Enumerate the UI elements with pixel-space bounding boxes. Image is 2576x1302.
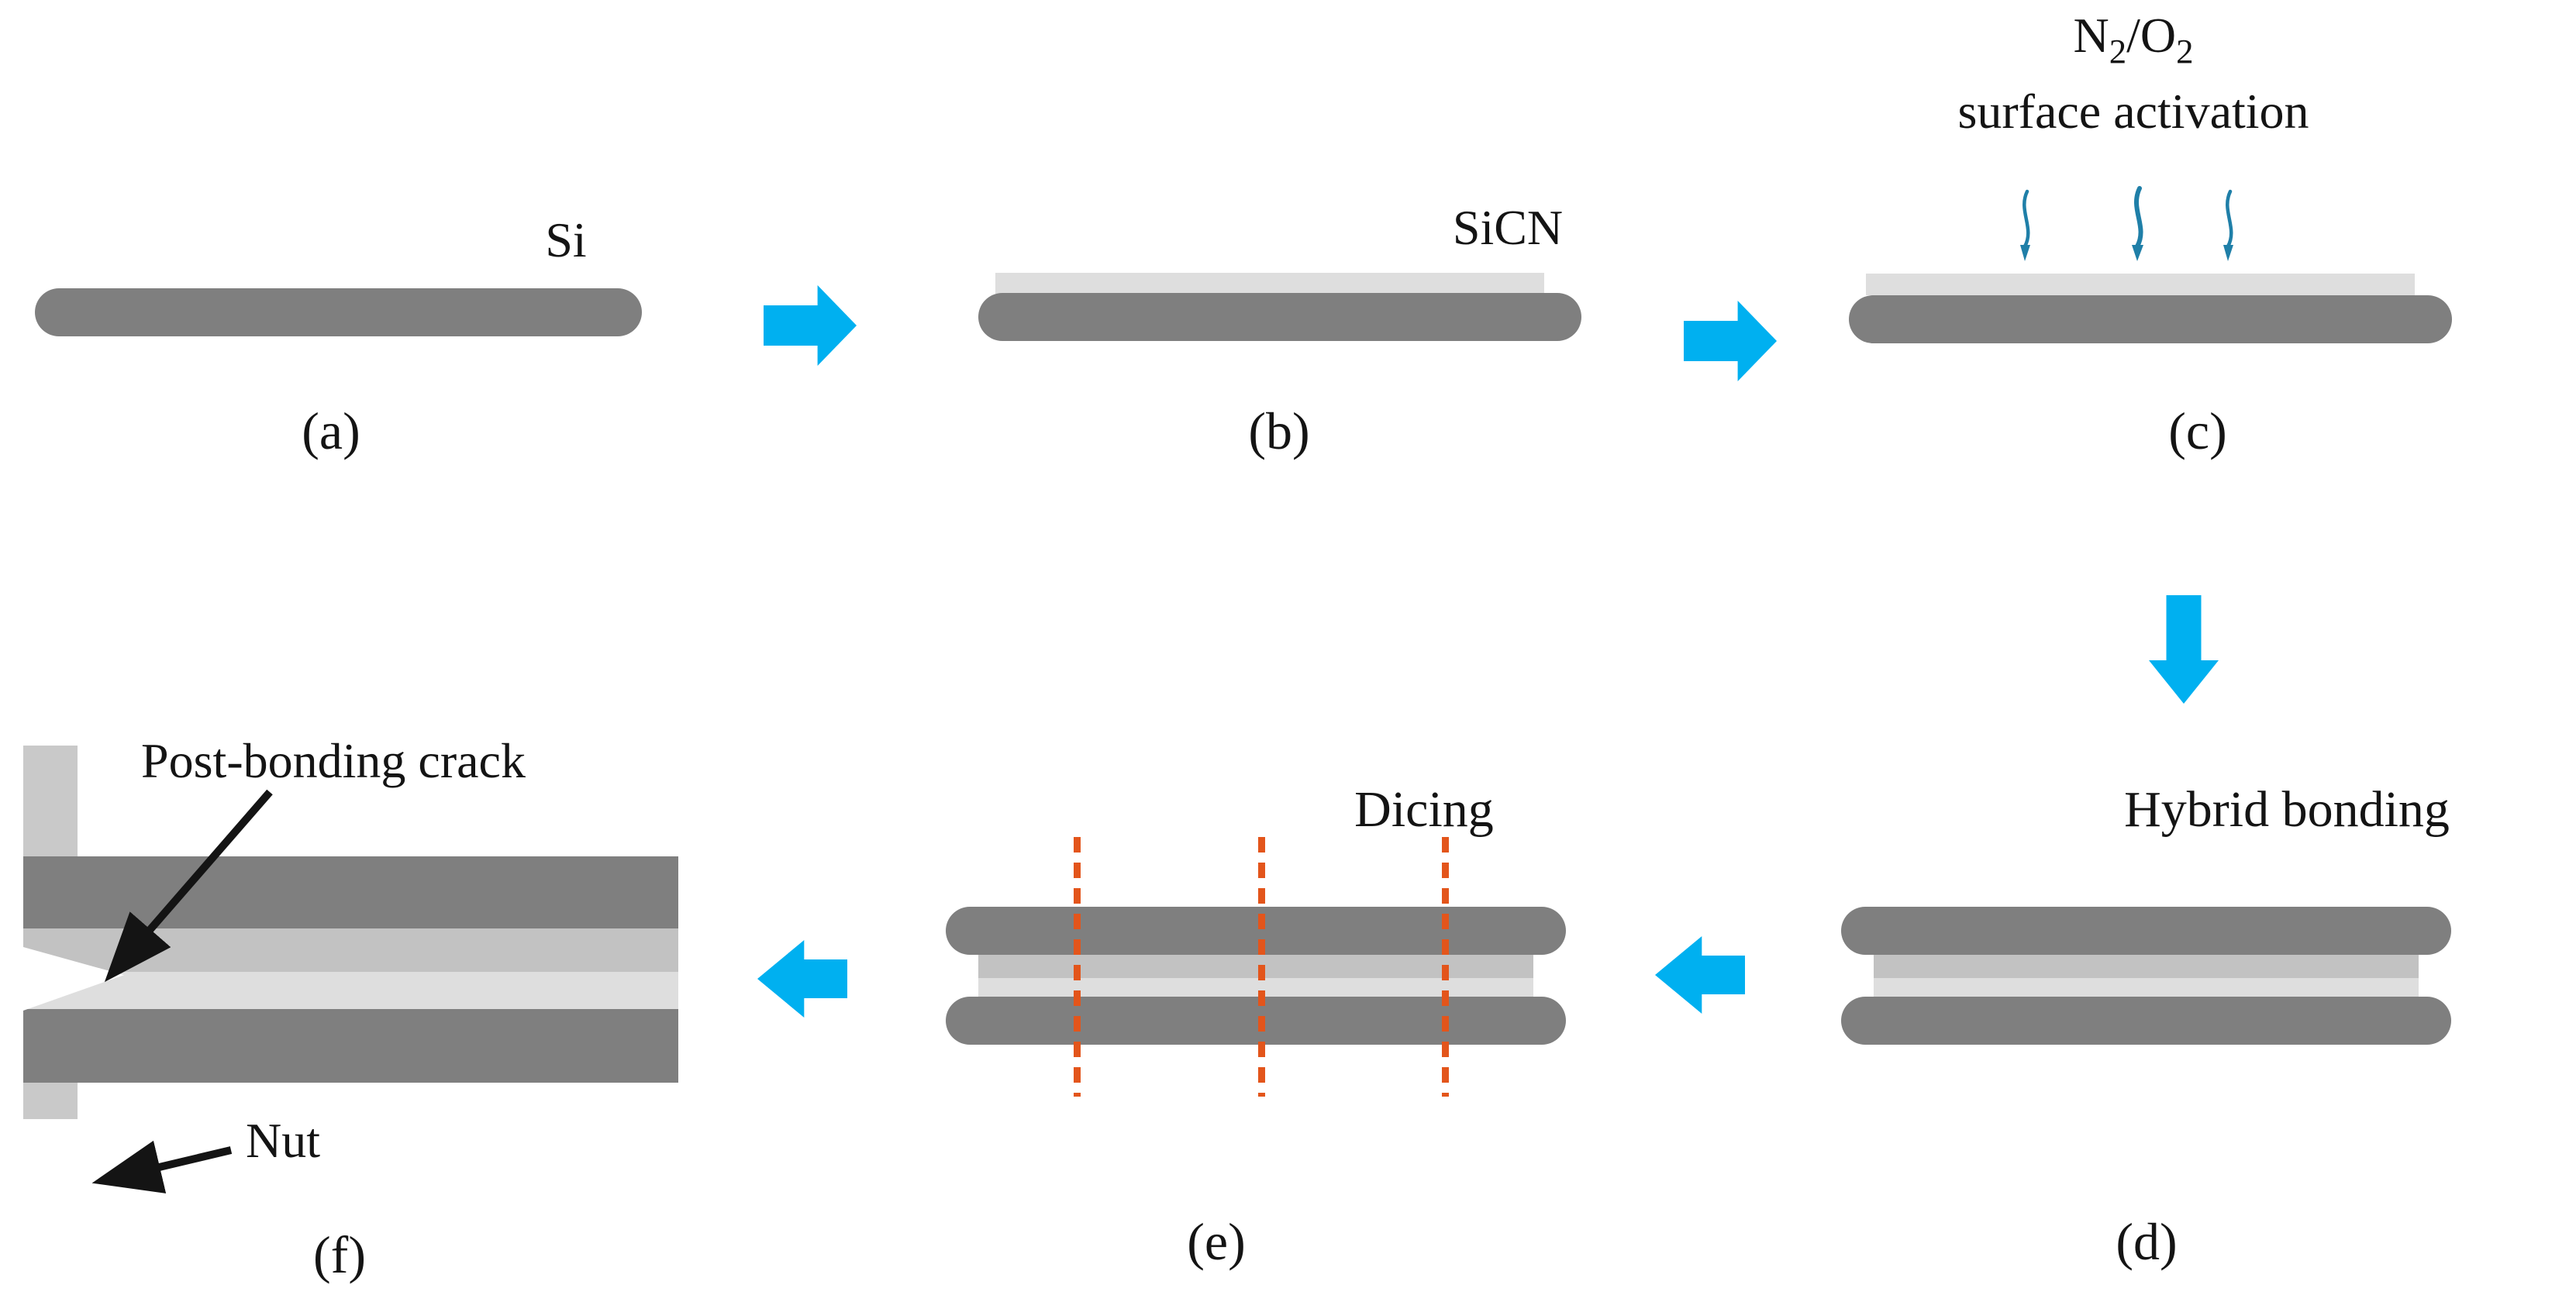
sicn-layer	[1866, 274, 2415, 295]
si-wafer-bar	[978, 293, 1581, 341]
dicing-cut-line	[1258, 837, 1265, 1097]
si-wafer-bar	[1849, 295, 2452, 343]
plasma-arrow-icon	[2020, 189, 2030, 261]
panel-d: Hybrid bonding (d)	[1783, 728, 2576, 1302]
flow-arrow-right-icon	[764, 285, 857, 366]
flow-arrow-right-icon	[1684, 301, 1777, 381]
panel-c: N2/O2 surface activation (c)	[1783, 0, 2576, 504]
sicn-label: SiCN	[1452, 200, 1564, 255]
panel-b: SiCN (b)	[891, 0, 1667, 504]
post-bonding-crack-label: Post-bonding crack	[141, 733, 526, 788]
dicing-label: Dicing	[1354, 781, 1494, 838]
panel-e-letter: (e)	[1187, 1212, 1246, 1271]
upper-sicn-layer	[1874, 955, 2419, 978]
bottom-si-wafer-bar	[1841, 997, 2451, 1045]
sicn-layer	[995, 273, 1544, 294]
flow-arrow-left-icon	[1655, 936, 1745, 1014]
annotation-arrows	[91, 789, 273, 1194]
panel-f-letter: (f)	[313, 1225, 366, 1284]
crack-arrow	[104, 789, 273, 983]
panel-f: Post-bonding crack Nut (f)	[0, 698, 775, 1302]
gas-label: N2/O2	[2073, 8, 2194, 71]
top-si-wafer-bar	[1841, 907, 2451, 955]
bottom-si-layer	[23, 1009, 678, 1083]
top-si-wafer-bar	[946, 907, 1566, 955]
nut-arrow	[91, 1140, 233, 1194]
panel-a-letter: (a)	[302, 401, 360, 460]
plasma-arrow-icon	[2132, 186, 2143, 261]
panel-c-letter: (c)	[2168, 401, 2227, 460]
lower-sicn-layer	[978, 978, 1533, 997]
bottom-si-wafer-bar	[946, 997, 1566, 1045]
panel-e: Dicing (e)	[891, 728, 1667, 1302]
lower-sicn-layer	[1874, 978, 2419, 997]
panel-a: Si (a)	[0, 0, 775, 504]
activation-label: surface activation	[1957, 84, 2309, 139]
flow-arrow-down-icon	[2149, 595, 2219, 704]
dicing-cut-line	[1442, 837, 1449, 1097]
hybrid-bonding-label: Hybrid bonding	[2124, 781, 2450, 838]
plasma-arrow-icon	[2223, 189, 2233, 261]
si-label: Si	[545, 212, 587, 267]
dicing-cut-line	[1074, 837, 1081, 1097]
upper-sicn-layer	[978, 955, 1533, 978]
panel-d-letter: (d)	[2116, 1212, 2178, 1271]
nut-label: Nut	[246, 1113, 320, 1168]
panel-b-letter: (b)	[1248, 401, 1310, 460]
si-wafer-bar	[35, 288, 642, 336]
